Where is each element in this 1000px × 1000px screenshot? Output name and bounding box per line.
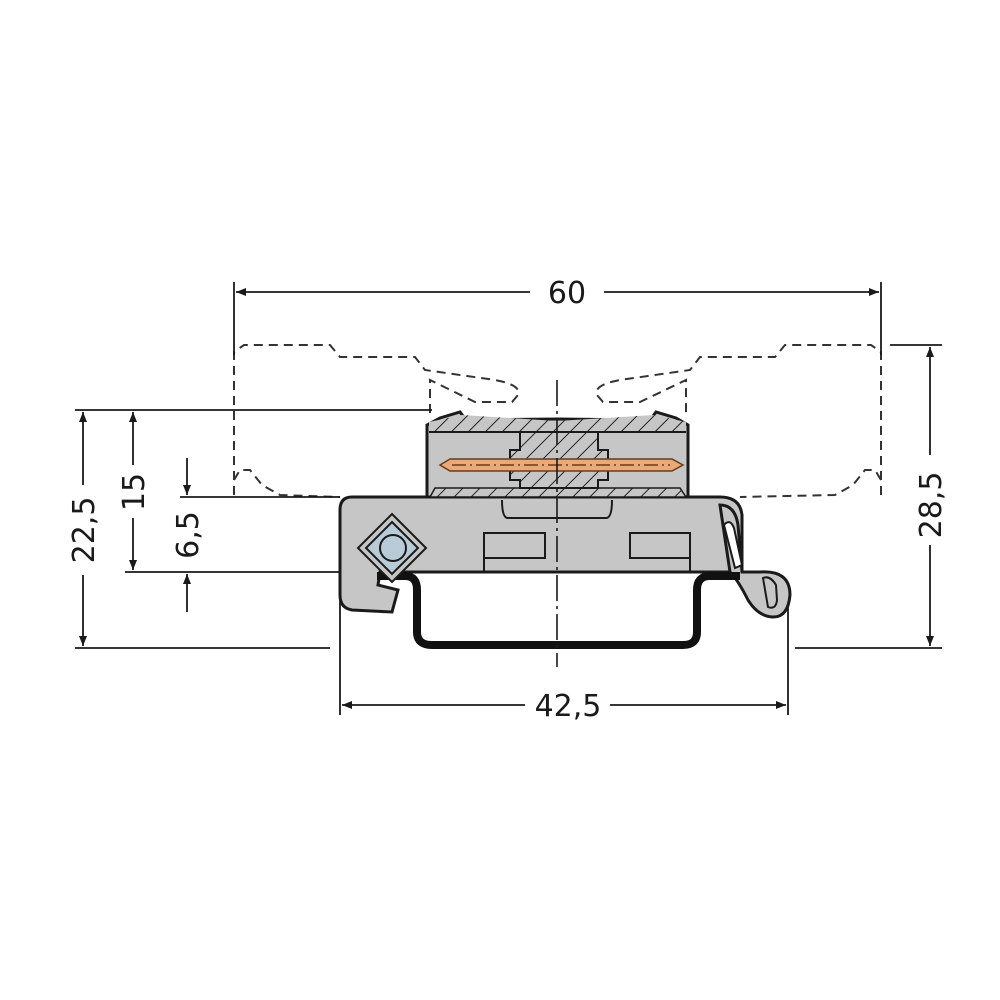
clip-slot xyxy=(722,521,744,570)
dim-label-15: 15 xyxy=(117,473,152,511)
dim-label-22-5: 22,5 xyxy=(67,497,102,564)
extension-lines xyxy=(75,282,942,715)
connector-block xyxy=(425,410,690,499)
base-housing xyxy=(338,495,744,614)
dim-label-60: 60 xyxy=(548,276,586,311)
ghost-outline-left xyxy=(233,344,520,498)
dim-label-42-5: 42,5 xyxy=(535,689,602,724)
base-slot-right xyxy=(629,532,691,572)
dim-label-6-5: 6,5 xyxy=(171,511,206,559)
base-slot-left xyxy=(483,532,546,572)
mounting-screw xyxy=(356,512,428,584)
release-clip xyxy=(718,503,792,619)
ghost-outline-right xyxy=(595,344,882,498)
dim-label-28-5: 28,5 xyxy=(914,472,949,539)
clip-loop xyxy=(761,576,779,609)
din-rail xyxy=(377,572,740,649)
